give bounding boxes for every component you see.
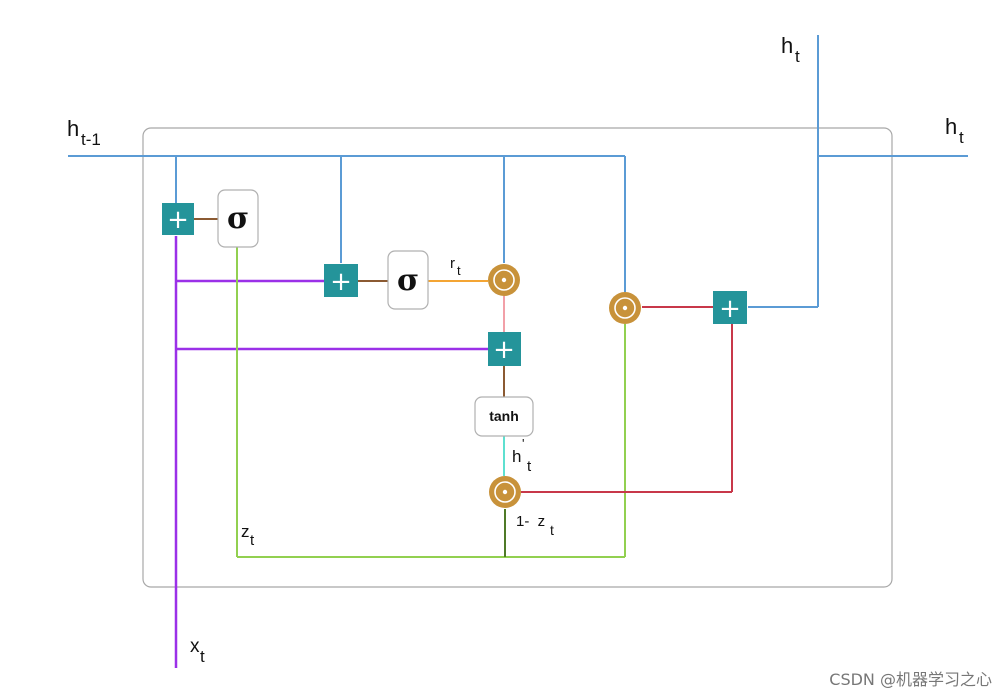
hadamard-node-reset xyxy=(488,264,520,296)
label-h-candidate-base: h xyxy=(512,447,521,466)
input-lines xyxy=(174,236,488,668)
plus-box-candidate: + xyxy=(488,332,521,366)
mix-lines xyxy=(521,306,733,493)
cell-frame xyxy=(142,127,893,588)
label-z-base: z xyxy=(241,522,250,541)
label-r-sub: t xyxy=(457,263,461,278)
plus-box-update: + xyxy=(162,203,194,235)
label-r: r t xyxy=(450,255,461,278)
label-z: z t xyxy=(241,522,255,549)
plus-symbol: + xyxy=(719,294,741,324)
label-h-out-top-base: h xyxy=(781,33,793,58)
hadamard-node-update xyxy=(609,292,641,324)
gate-connectors xyxy=(194,218,505,397)
sigma-symbol: σ xyxy=(227,201,249,236)
update-gate-lines xyxy=(236,247,626,558)
watermark: CSDN @机器学习之心 xyxy=(829,670,992,689)
label-h-candidate-sub: t xyxy=(527,458,532,475)
label-x-sub: t xyxy=(200,647,205,666)
label-h-prev-sub: t-1 xyxy=(81,130,101,149)
label-x: x t xyxy=(190,636,205,666)
plus-symbol: + xyxy=(493,335,515,365)
plus-symbol: + xyxy=(330,267,352,297)
label-one-minus-z-sub: t xyxy=(550,522,554,538)
tanh-label: tanh xyxy=(489,408,519,424)
update-gate-sigma-box: σ xyxy=(217,189,259,248)
label-h-out-top-sub: t xyxy=(795,47,800,66)
hidden-state-lines xyxy=(68,35,968,308)
plus-box-reset: + xyxy=(324,264,358,297)
label-one-minus-z-base: 1- z xyxy=(516,513,545,530)
label-h-prev: h t-1 xyxy=(67,116,101,149)
plus-symbol: + xyxy=(167,205,189,235)
label-one-minus-z: 1- z t xyxy=(516,513,554,538)
label-h-out-right-base: h xyxy=(945,114,957,139)
label-z-sub: t xyxy=(250,532,255,549)
label-h-out-right: h t xyxy=(945,114,964,147)
tanh-box: tanh xyxy=(474,396,534,437)
label-x-base: x xyxy=(190,636,200,657)
label-h-out-top: h t xyxy=(781,33,800,66)
sigma-symbol: σ xyxy=(397,263,419,298)
label-h-candidate-prime: ' xyxy=(522,436,524,451)
label-h-candidate: h ' t xyxy=(512,436,532,475)
label-h-prev-base: h xyxy=(67,116,79,141)
plus-box-output: + xyxy=(713,291,747,324)
label-h-out-right-sub: t xyxy=(959,128,964,147)
hadamard-node-candidate xyxy=(489,476,521,508)
label-r-base: r xyxy=(450,255,455,272)
reset-gate-sigma-box: σ xyxy=(387,250,429,310)
